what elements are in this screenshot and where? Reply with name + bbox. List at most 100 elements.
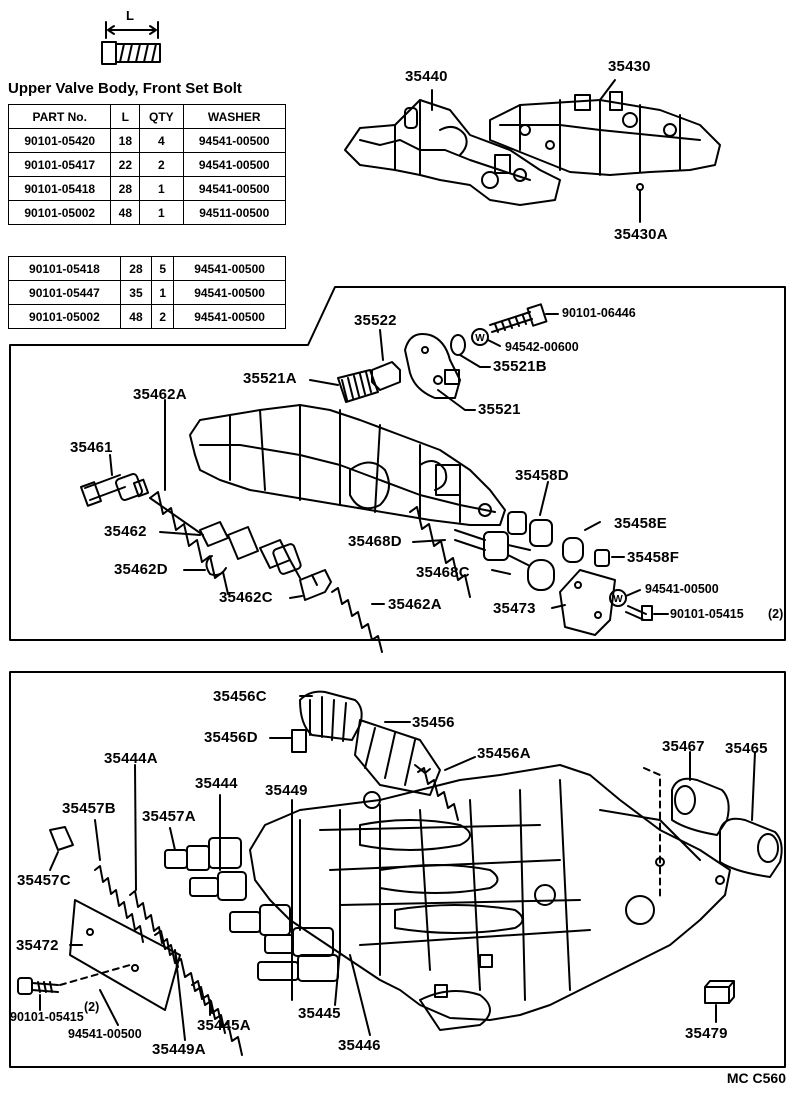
valve-35449 [229,904,291,936]
sleeve-35456c [299,690,363,742]
part-label: 35456 [412,714,455,731]
table-cell: 90101-05447 [8,280,121,305]
part-label: 35449A [152,1041,206,1058]
table-row: 90101-05002 48 1 94511-00500 [7,200,286,225]
drawing-code: MC C560 [726,1070,786,1086]
valve-35461 [80,473,150,507]
spring-35456a [417,767,459,821]
part-label: 35462A [388,596,442,613]
table-cell: 94541-00500 [182,128,286,153]
table-cell: 94541-00500 [182,176,286,201]
lower-section-frame [9,671,786,1068]
part-label: 35465 [725,740,768,757]
table-cell: 35 [119,280,153,305]
part-label: 94541-00500 [68,1027,142,1041]
table-row: 90101-05002 48 2 94541-00500 [8,304,286,329]
table-cell: 90101-05417 [7,152,112,177]
clip-35462d [205,555,227,577]
part-label: 35462A [133,386,187,403]
table-row: 90101-05420 18 4 94541-00500 [7,128,286,153]
plug-35458f [594,549,610,567]
bolt-90101-05415-low [17,977,59,995]
table-cell: 2 [151,304,175,329]
part-label: 35472 [16,937,59,954]
part-label: 35521 [478,401,521,418]
col-qty: QTY [139,104,184,129]
part-label: 35457A [142,808,196,825]
table-cell: 94541-00500 [173,304,286,329]
cover-35473 [559,569,616,636]
part-label: 35473 [493,600,536,617]
lower-valve-body-middle [189,404,506,526]
table-cell: 4 [139,128,184,153]
plate-35472 [69,899,181,1011]
spring-35457b [94,865,144,943]
table-cell: 90101-05002 [7,200,112,225]
part-label: 35444 [195,775,238,792]
table-cell: 48 [119,304,153,329]
table-header-row: PART No. L QTY WASHER [7,104,286,129]
retainer-35462c [299,569,332,601]
table-cell: 94541-00500 [173,280,286,305]
washer-symbol: W [475,333,485,344]
table-cell: 5 [151,256,175,281]
upper-valve-body-35440 [344,99,561,206]
table-cell: 22 [110,152,141,177]
part-label: 35456D [204,729,258,746]
valve-35462 [199,521,302,579]
table-cell: 48 [110,200,141,225]
table-cell: 94541-00500 [173,256,286,281]
table-row: 90101-05447 35 1 94541-00500 [8,280,286,305]
plug-35458d [507,511,553,547]
table-row: 90101-05418 28 1 94541-00500 [7,176,286,201]
part-label: 35461 [70,439,113,456]
bolt-icon [101,21,161,65]
part-label: 35479 [685,1025,728,1042]
plunger-35522 [337,361,401,403]
part-label: 35458F [627,549,680,566]
block-35479 [704,980,735,1004]
part-label: 35458D [515,467,569,484]
part-label: 35456C [213,688,267,705]
table-row: 90101-05417 22 2 94541-00500 [7,152,286,177]
part-label: 35445A [197,1017,251,1034]
part-label: 35457C [17,872,71,889]
part-label: 35468C [416,564,470,581]
part-label: 35440 [405,68,448,85]
part-label: 94542-00600 [505,340,579,354]
sleeve-35467 [671,777,730,836]
spring-35462a [149,491,229,595]
col-washer: WASHER [182,104,286,129]
valve-35468c [454,529,555,591]
part-label: 35462C [219,589,273,606]
middle-section-frame [9,286,786,641]
bolt-spec-table-1: PART No. L QTY WASHER 90101-05420 18 4 9… [7,104,286,225]
spring-35445a [191,980,243,1056]
upper-valve-body-35430 [489,91,721,191]
valve-35457a [164,837,242,871]
table-cell: 90101-05418 [7,176,112,201]
part-label: 35456A [477,745,531,762]
table-cell: 90101-05002 [8,304,121,329]
table-title: Upper Valve Body, Front Set Bolt [8,80,242,97]
table-cell: 90101-05420 [7,128,112,153]
table-cell: 2 [139,152,184,177]
part-label: 35521B [493,358,547,375]
bolt-spec-table-2: 90101-05418 28 5 94541-00500 90101-05447… [8,256,286,329]
part-label: 35457B [62,800,116,817]
bolt-90101-05415-mid [625,605,653,621]
part-label: 35462D [114,561,168,578]
table-cell: 28 [110,176,141,201]
bolt-90101-06446 [489,303,548,333]
part-label: 35467 [662,738,705,755]
part-qty-label: (2) [84,1000,100,1014]
part-label: 35449 [265,782,308,799]
part-label: 35430A [614,226,668,243]
part-label: 35446 [338,1037,381,1054]
lower-valve-body [249,764,731,1031]
part-label: 94541-00500 [645,582,719,596]
table-cell: 1 [139,200,184,225]
part-qty-label: (2) [768,607,784,621]
table-cell: 1 [151,280,175,305]
